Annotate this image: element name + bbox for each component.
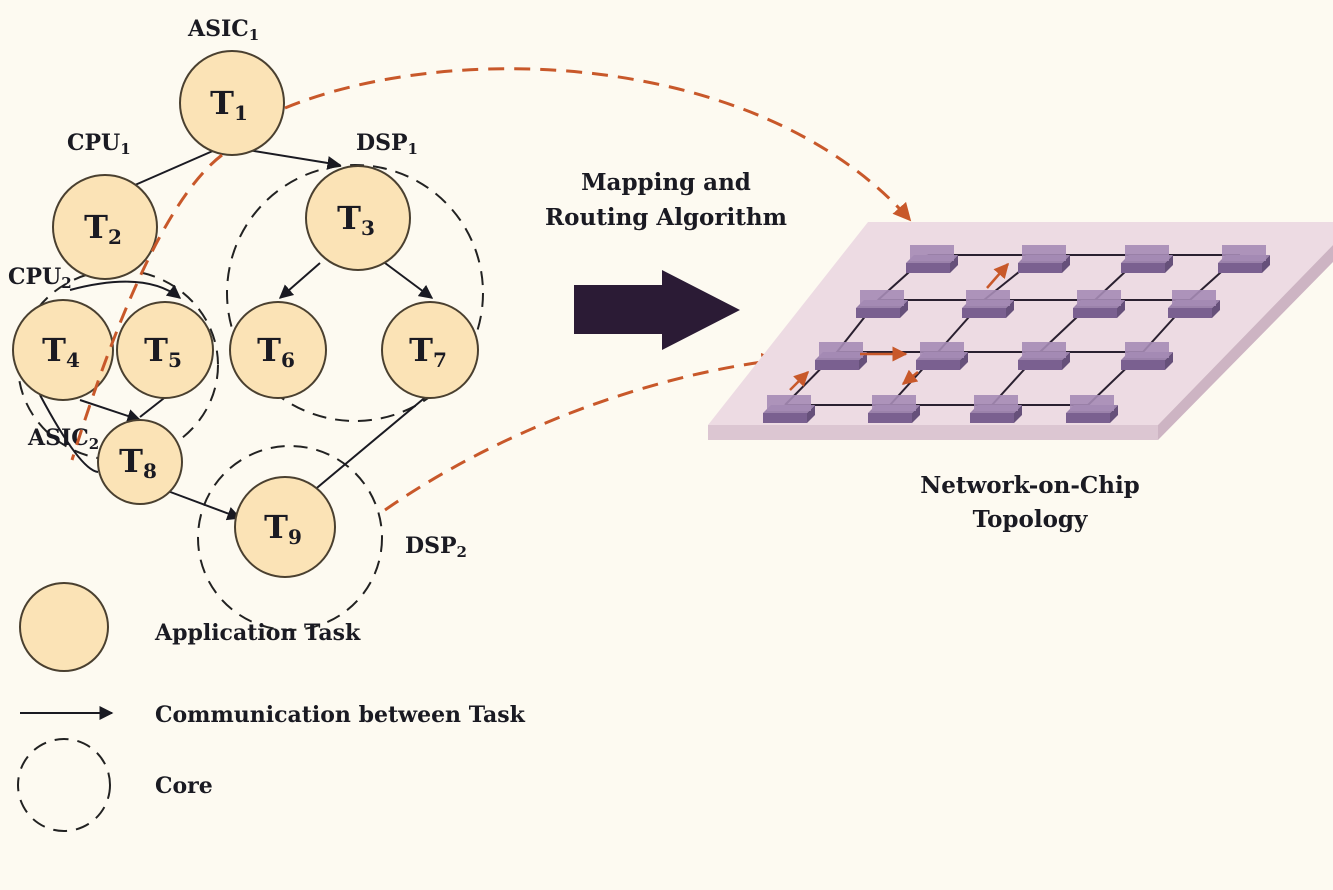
noc-router: [1066, 395, 1118, 423]
core-label-dsp2: DSP2: [405, 533, 467, 561]
task-t1-circle: [179, 50, 285, 156]
legend-task-swatch: [19, 582, 109, 672]
core-labels: ASIC1 CPU1 DSP1 CPU2 ASIC2 DSP2: [8, 16, 467, 561]
edge-t1-t2: [134, 149, 216, 186]
edge-t4-t8: [79, 399, 142, 423]
edge-t8-t9: [164, 489, 242, 521]
core-label-dsp1: DSP1: [356, 130, 418, 158]
legend-comm-label: Communication between Task: [155, 702, 526, 728]
noc-router: [916, 342, 968, 370]
legend-core-label: Core: [155, 773, 213, 799]
task-t3-circle: [305, 165, 411, 271]
edge-t3-t7: [384, 262, 434, 299]
noc-router: [1168, 290, 1220, 318]
task-t7-circle: [381, 301, 479, 399]
task-label: T3: [337, 199, 375, 240]
noc-routers: [763, 245, 1270, 423]
noc-router: [906, 245, 958, 273]
mapping-arrow-inner: [70, 153, 223, 461]
edge-t4-t8-lower: [39, 394, 99, 473]
core-label-asic1: ASIC1: [187, 16, 259, 44]
noc-line-1: Network-on-Chip: [920, 472, 1140, 499]
mapping-arrow-t9: [384, 352, 780, 512]
core-label-cpu2: CPU2: [8, 264, 72, 292]
noc-router: [1018, 245, 1070, 273]
route-arrow: [986, 262, 1009, 289]
legend: Application Task Communication between T…: [17, 582, 526, 832]
noc-router: [1121, 245, 1173, 273]
edge-t7-t9: [311, 394, 429, 493]
task-t5-circle: [116, 301, 214, 399]
platform-side: [1158, 245, 1333, 440]
task-label: T1: [210, 84, 248, 125]
legend-core-swatch: [17, 738, 111, 832]
mapping-arrows: [70, 67, 912, 512]
mapping-arrow-t1: [284, 67, 912, 222]
task-t8-circle: [97, 419, 183, 505]
platform-top: [708, 222, 1333, 425]
core-dsp1-circle: [226, 164, 484, 422]
task-label: T9: [264, 508, 302, 549]
noc-router: [1121, 342, 1173, 370]
noc-router: [856, 290, 908, 318]
core-label-asic2: ASIC2: [27, 425, 99, 453]
process-arrow: [574, 270, 740, 350]
task-label: T8: [119, 442, 157, 483]
process-caption: Mapping and Routing Algorithm: [545, 169, 787, 231]
core-label-cpu1: CPU1: [67, 130, 131, 158]
edge-t3-t6: [278, 262, 321, 299]
task-t9-circle: [234, 476, 336, 578]
noc-router: [970, 395, 1022, 423]
noc-router: [1018, 342, 1070, 370]
task-label: T2: [84, 208, 122, 249]
task-circles: [12, 50, 479, 578]
noc-router: [868, 395, 920, 423]
noc-router: [1218, 245, 1270, 273]
task-label: T7: [409, 331, 447, 372]
edge-t2-t5: [69, 280, 182, 299]
task-label: T4: [42, 331, 80, 372]
legend-task-label: Application Task: [154, 620, 361, 646]
core-dsp2-circle: [197, 445, 383, 631]
task-labels: T1 T2 T3 T4 T5 T6 T7 T8 T9: [42, 84, 447, 549]
noc-caption: Network-on-Chip Topology: [920, 472, 1140, 533]
noc-platform: [708, 222, 1333, 440]
task-edges: [39, 149, 434, 521]
task-t4-circle: [12, 299, 114, 401]
process-line-1: Mapping and: [581, 169, 751, 196]
task-t2-circle: [52, 174, 158, 280]
task-label: T5: [144, 331, 182, 372]
noc-router: [962, 290, 1014, 318]
noc-line-2: Topology: [973, 506, 1088, 533]
process-line-2: Routing Algorithm: [545, 204, 787, 231]
noc-router: [1073, 290, 1125, 318]
noc-router: [815, 342, 867, 370]
noc-route-arrows: [789, 262, 1009, 391]
edge-t1-t3: [247, 149, 342, 170]
task-label: T6: [257, 331, 295, 372]
platform-front: [708, 425, 1158, 440]
noc-router: [763, 395, 815, 423]
route-arrow: [901, 369, 919, 385]
task-t6-circle: [229, 301, 327, 399]
route-arrow: [789, 370, 810, 391]
